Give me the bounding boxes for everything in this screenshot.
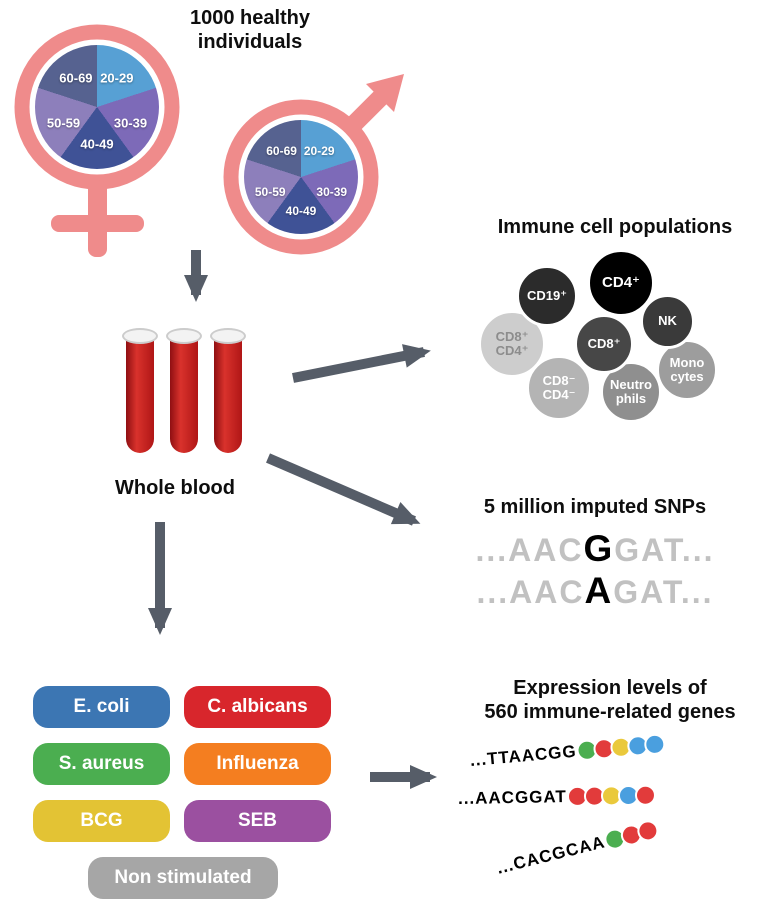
snp-seq-suffix: GAT... bbox=[613, 574, 714, 610]
female-age-pie: 20-29 30-39 40-49 50-59 60-69 bbox=[35, 45, 159, 169]
blood-tube-body bbox=[170, 337, 198, 453]
expression-sequence-row: ...AACGGAT bbox=[457, 784, 657, 809]
cell-circle-cd4: CD4⁺ bbox=[587, 249, 655, 317]
age-slice-label: 20-29 bbox=[303, 143, 335, 158]
demographics-title: 1000 healthy individuals bbox=[189, 7, 311, 53]
snp-variant-allele: A bbox=[584, 570, 614, 611]
blood-tube bbox=[166, 328, 202, 458]
blood-tube bbox=[122, 328, 158, 458]
snp-sequence-2: ...AACAGAT... bbox=[425, 570, 765, 612]
stimulus-saureus: S. aureus bbox=[33, 743, 170, 785]
stimulus-bcg: BCG bbox=[33, 800, 170, 842]
gene-sequence: ...AACGGAT bbox=[457, 786, 567, 808]
blood-tube-cap bbox=[122, 328, 158, 344]
age-slice-label: 50-59 bbox=[46, 115, 81, 131]
blood-tube-cap bbox=[210, 328, 246, 344]
immune-cells-title: Immune cell populations bbox=[497, 216, 733, 238]
snp-seq-suffix: GAT... bbox=[614, 532, 715, 568]
blood-tube-body bbox=[126, 337, 154, 453]
age-slice-label: 40-49 bbox=[285, 204, 317, 219]
age-slice-label: 50-59 bbox=[254, 184, 286, 199]
age-slice-label: 60-69 bbox=[59, 70, 93, 86]
age-slice-label: 40-49 bbox=[80, 136, 114, 152]
snp-sequence-1: ...AACGGAT... bbox=[425, 528, 765, 570]
cell-circle-nk: NK bbox=[640, 294, 695, 349]
expression-title: Expression levels of 560 immune-related … bbox=[484, 677, 736, 723]
stimulus-calbicans: C. albicans bbox=[184, 686, 331, 728]
age-slice-label: 60-69 bbox=[266, 143, 297, 158]
age-slice-label: 20-29 bbox=[100, 70, 134, 86]
expression-bead bbox=[634, 784, 657, 806]
arrow-blood-to-cells bbox=[292, 344, 431, 383]
snp-seq-prefix: ...AAC bbox=[476, 574, 585, 610]
blood-tube-body bbox=[214, 337, 242, 453]
stimulus-ecoli: E. coli bbox=[33, 686, 170, 728]
whole-blood-label: Whole blood bbox=[115, 477, 235, 499]
cell-circle-cd8neg-cd4neg: CD8⁻ CD4⁻ bbox=[526, 355, 592, 421]
expression-bead bbox=[643, 732, 667, 756]
age-slice-label: 30-39 bbox=[113, 115, 148, 131]
cell-circle-monocytes: Mono cytes bbox=[656, 339, 718, 401]
male-age-pie: 20-29 30-39 40-49 50-59 60-69 bbox=[244, 120, 358, 234]
stimulus-seb: SEB bbox=[184, 800, 331, 842]
age-slice-label: 30-39 bbox=[316, 184, 348, 199]
snp-variant-allele: G bbox=[583, 528, 615, 569]
stimulus-non-stimulated: Non stimulated bbox=[88, 857, 278, 899]
cell-circle-cd19: CD19⁺ bbox=[516, 265, 578, 327]
blood-tube bbox=[210, 328, 246, 458]
stimulus-influenza: Influenza bbox=[184, 743, 331, 785]
cell-circle-cd8: CD8⁺ bbox=[574, 314, 634, 374]
blood-tube-cap bbox=[166, 328, 202, 344]
snps-title: 5 million imputed SNPs bbox=[483, 496, 707, 518]
arrow-blood-to-snps bbox=[266, 453, 421, 526]
snp-seq-prefix: ...AAC bbox=[475, 532, 584, 568]
